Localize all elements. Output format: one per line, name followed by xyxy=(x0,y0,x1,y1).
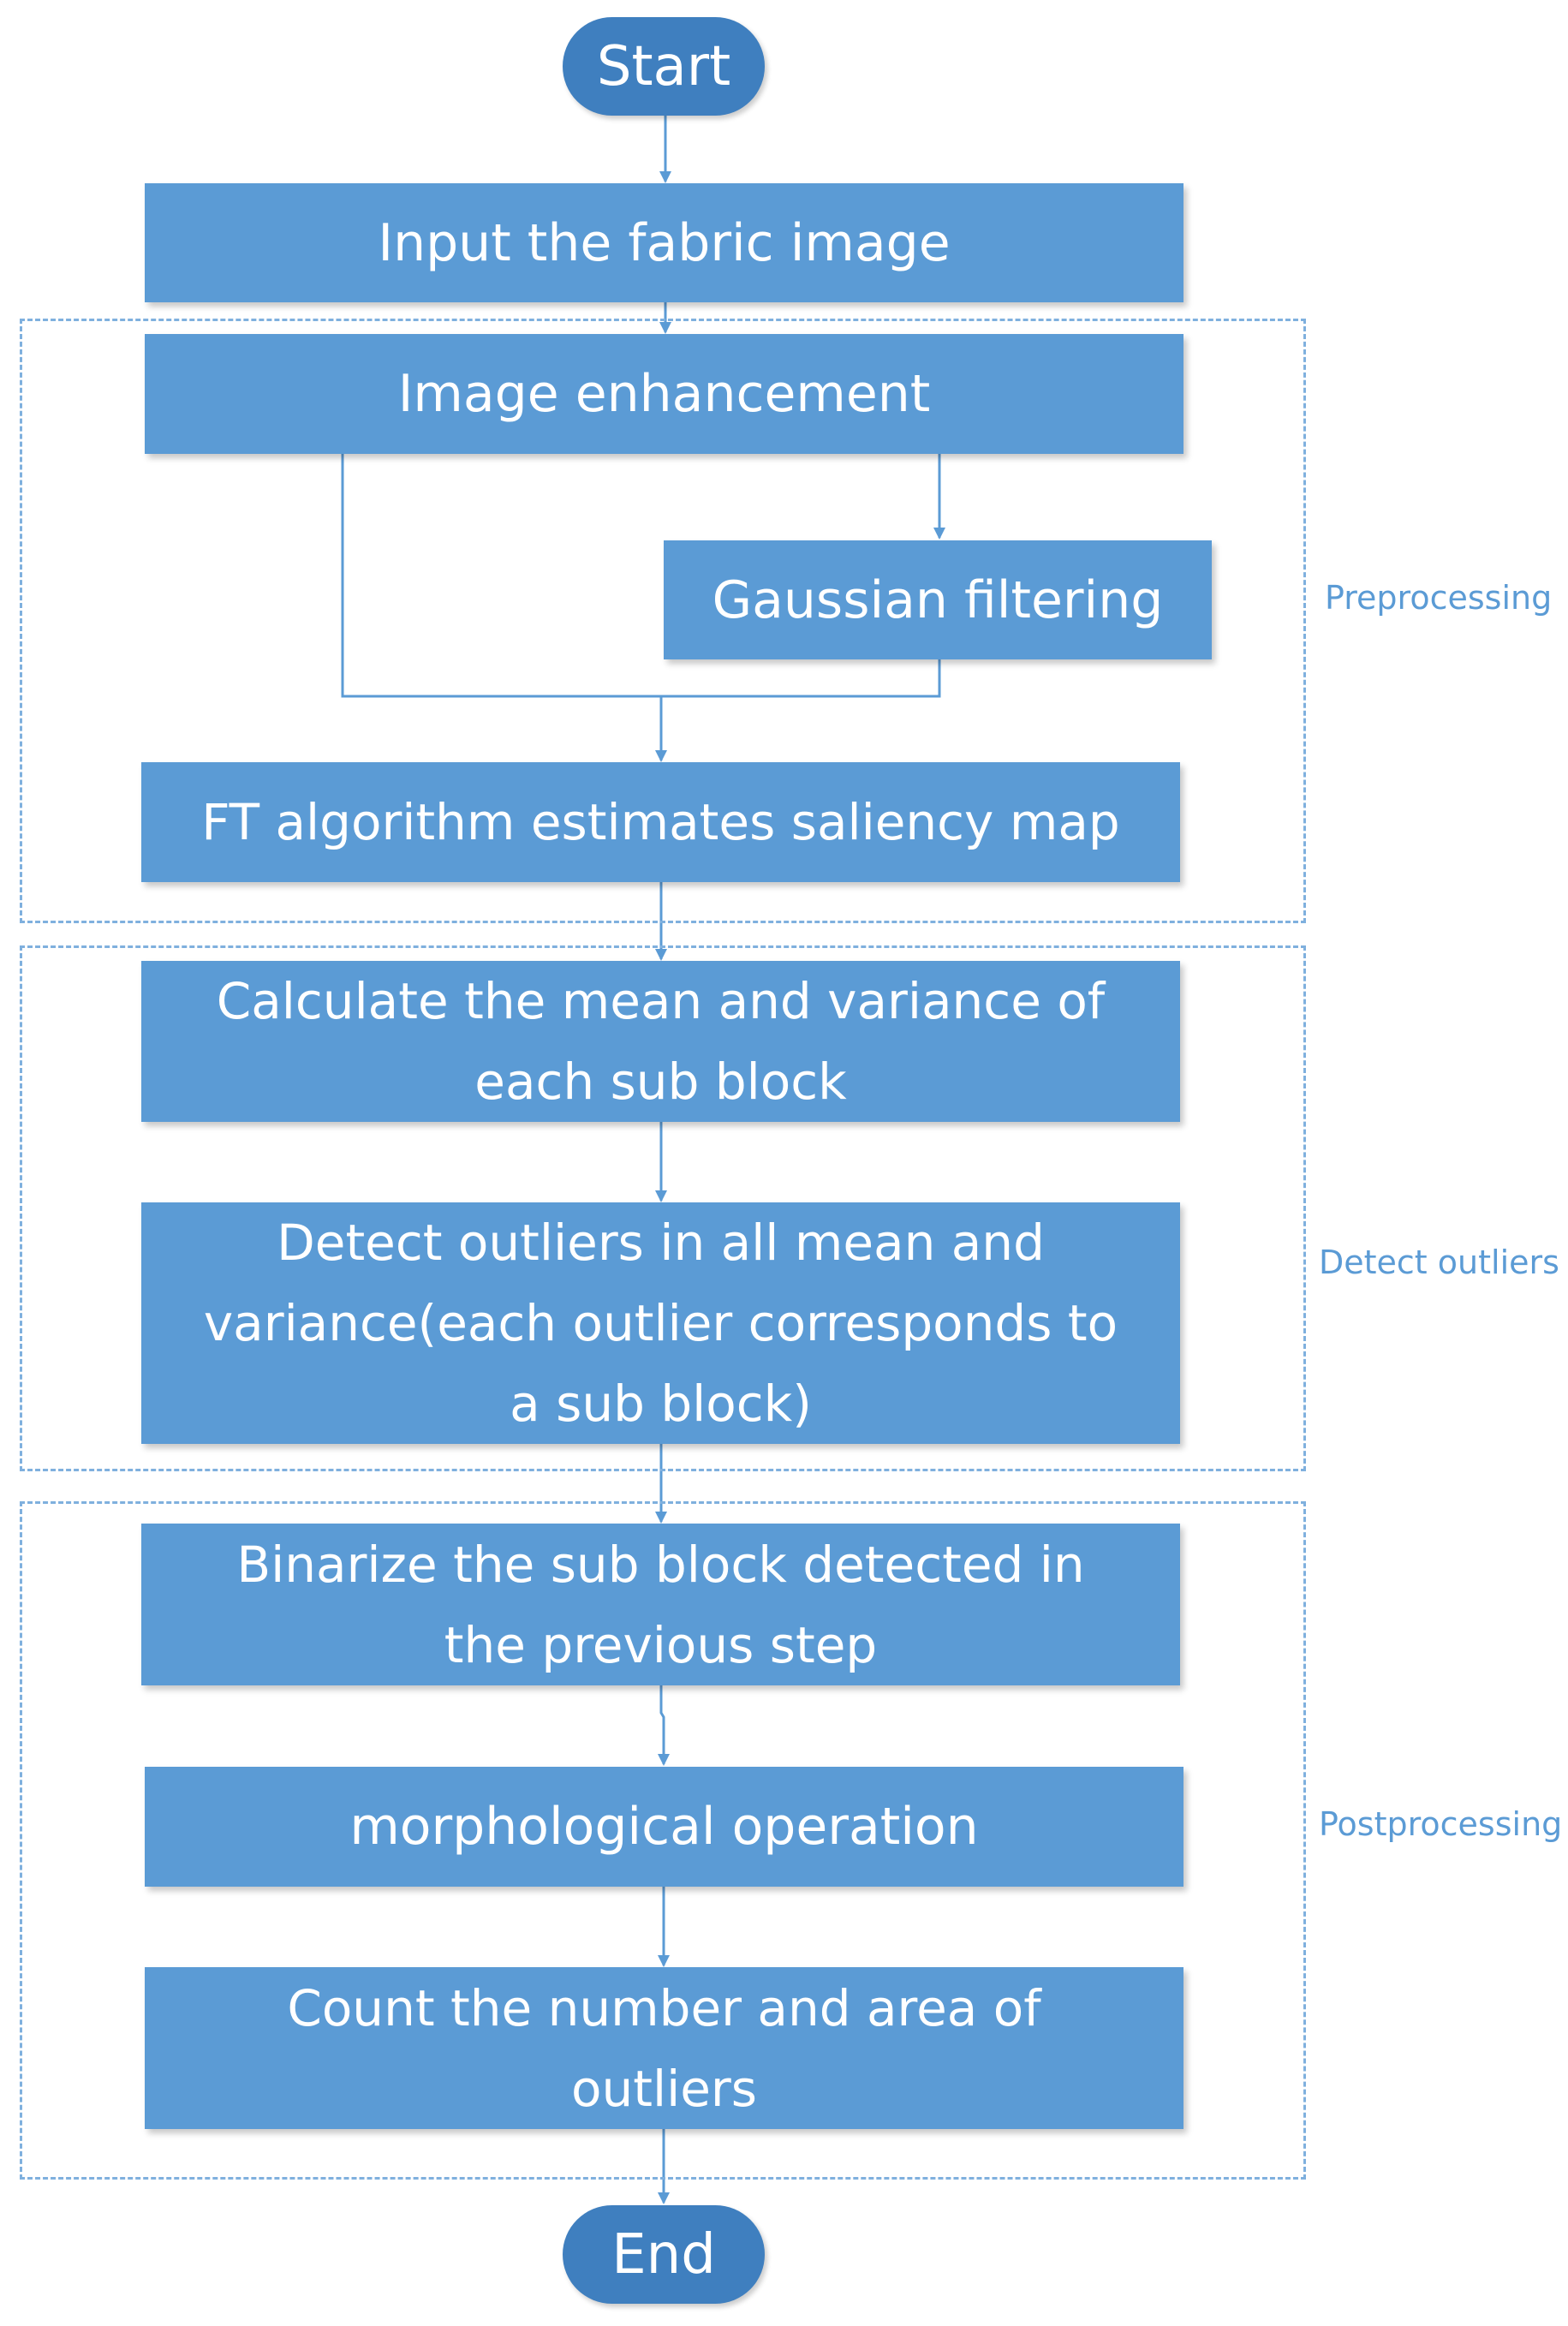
step-detect-text-line3: a sub block) xyxy=(510,1375,812,1433)
group-label-postprocessing: Postprocessing xyxy=(1319,1805,1563,1843)
end-terminal: End xyxy=(563,2205,765,2304)
step-morphological-operation: morphological operation xyxy=(145,1767,1183,1887)
arrow-binarize-to-morph xyxy=(658,1685,670,1766)
step-detect-text-line1: Detect outliers in all mean and xyxy=(277,1214,1045,1272)
step-count-outliers: Count the number and area of outliers xyxy=(145,1967,1183,2129)
group-label-preprocessing: Preprocessing xyxy=(1325,579,1553,617)
step-image-enhancement: Image enhancement xyxy=(145,334,1183,454)
step-count-text-line2: outliers xyxy=(571,2059,757,2118)
start-terminal: Start xyxy=(563,17,765,116)
end-label: End xyxy=(611,2222,716,2287)
step-ft-saliency-map: FT algorithm estimates saliency map xyxy=(141,762,1180,882)
connector-gaussian-merge xyxy=(661,659,941,698)
start-label: Start xyxy=(596,34,731,98)
step-ft-text: FT algorithm estimates saliency map xyxy=(201,793,1120,851)
step-gaussian-filtering: Gaussian filtering xyxy=(664,540,1212,659)
group-label-detect-outliers: Detect outliers xyxy=(1319,1244,1559,1281)
step-input-text: Input the fabric image xyxy=(378,212,951,273)
step-count-text-line1: Count the number and area of xyxy=(287,1978,1041,2037)
group-postprocessing-frame xyxy=(20,1501,1306,2180)
step-binarize-text-line1: Binarize the sub block detected in xyxy=(236,1535,1085,1594)
group-detect-outliers-frame xyxy=(20,945,1306,1471)
step-enhance-text: Image enhancement xyxy=(397,364,931,424)
step-detect-text-line2: variance(each outlier corresponds to xyxy=(203,1294,1118,1352)
step-binarize-sub-block: Binarize the sub block detected in the p… xyxy=(141,1524,1180,1685)
connector-enhance-bypass xyxy=(341,454,661,698)
step-input-fabric-image: Input the fabric image xyxy=(145,183,1183,302)
step-calc-mean-variance: Calculate the mean and variance of each … xyxy=(141,961,1180,1122)
step-binarize-text-line2: the previous step xyxy=(444,1615,878,1674)
step-calc-text-line1: Calculate the mean and variance of xyxy=(216,972,1106,1030)
step-morph-text: morphological operation xyxy=(349,1797,979,1857)
group-preprocessing-frame xyxy=(20,319,1306,923)
step-gaussian-text: Gaussian filtering xyxy=(712,570,1164,630)
step-detect-outliers: Detect outliers in all mean and variance… xyxy=(141,1202,1180,1444)
step-calc-text-line2: each sub block xyxy=(474,1053,847,1111)
